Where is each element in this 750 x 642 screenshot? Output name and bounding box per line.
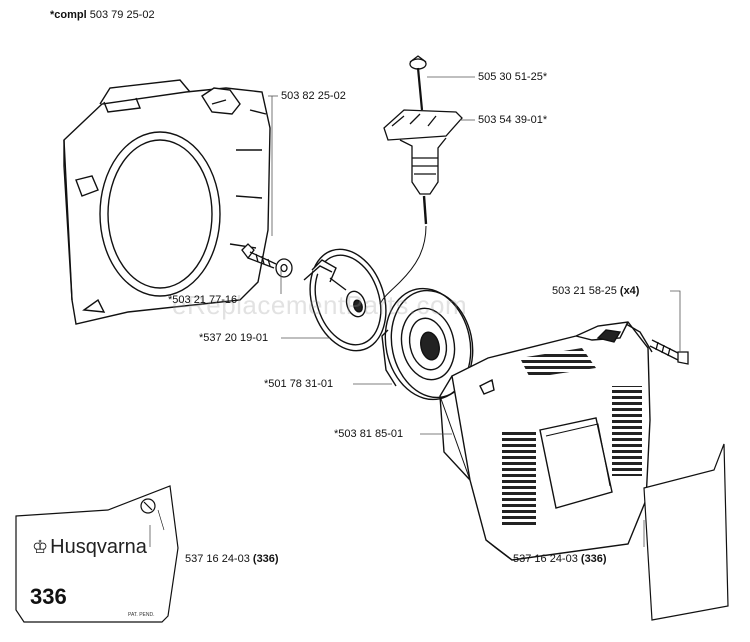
part-label-503-81-85-01: *503 81 85-01 bbox=[334, 428, 403, 440]
decal-model: 336 bbox=[30, 584, 67, 609]
starter-cover bbox=[439, 321, 653, 561]
part-label-503-21-58-25: 503 21 58-25 (x4) bbox=[552, 285, 639, 297]
part-number: 503 82 25-02 bbox=[281, 90, 346, 102]
part-number: *503 81 85-01 bbox=[334, 428, 404, 440]
rewind-spring-cassette bbox=[381, 287, 474, 401]
part-number: 537 16 24-03 bbox=[513, 553, 578, 565]
part-number: 505 30 51-25* bbox=[478, 71, 548, 83]
part-label-537-20-19-01: *537 20 19-01 bbox=[199, 332, 268, 344]
part-number: *501 78 31-01 bbox=[264, 378, 334, 390]
assembly-number: 503 79 25-02 bbox=[89, 9, 155, 21]
part-number: 503 21 58-25 bbox=[552, 285, 617, 297]
part-label-503-21-77-16: *503 21 77-16 bbox=[168, 294, 237, 306]
decal-brand: ♔Husqvarna bbox=[32, 536, 147, 559]
assembly-prefix: *compl bbox=[50, 9, 87, 21]
decal-left bbox=[15, 485, 179, 623]
part-label-501-78-31-01: *501 78 31-01 bbox=[264, 378, 333, 390]
husqvarna-logo-icon: ♔ bbox=[32, 537, 49, 557]
watermark: eReplacementParts.com bbox=[172, 290, 468, 320]
part-label-505-30-51-25: 505 30 51-25* bbox=[478, 71, 547, 83]
assembly-header: *compl 503 79 25-02 bbox=[50, 9, 155, 21]
part-label-537-16-24-03-right: 537 16 24-03 (336) bbox=[513, 553, 607, 565]
part-label-503-54-39-01: 503 54 39-01* bbox=[478, 114, 547, 126]
part-qty: (336) bbox=[580, 553, 607, 565]
bolt-and-washer bbox=[241, 243, 293, 278]
cover-screw bbox=[649, 339, 689, 365]
decal-right bbox=[643, 443, 729, 621]
leader-lines bbox=[149, 76, 681, 547]
part-label-537-16-24-03-left: 537 16 24-03 (336) bbox=[185, 553, 279, 565]
part-number: *537 20 19-01 bbox=[199, 332, 269, 344]
part-label-503-82-25-02: 503 82 25-02 bbox=[281, 90, 346, 102]
part-qty: (x4) bbox=[619, 285, 640, 297]
part-number: *503 21 77-16 bbox=[168, 294, 238, 306]
decal-brand-text: Husqvarna bbox=[50, 536, 147, 558]
part-qty: (336) bbox=[252, 553, 279, 565]
pulley bbox=[303, 248, 387, 352]
part-number: 503 54 39-01* bbox=[478, 114, 548, 126]
starter-housing bbox=[63, 79, 271, 325]
starter-handle bbox=[379, 55, 463, 305]
part-number: 537 16 24-03 bbox=[185, 553, 250, 565]
decal-fine-print: PAT. PEND. bbox=[128, 612, 155, 618]
